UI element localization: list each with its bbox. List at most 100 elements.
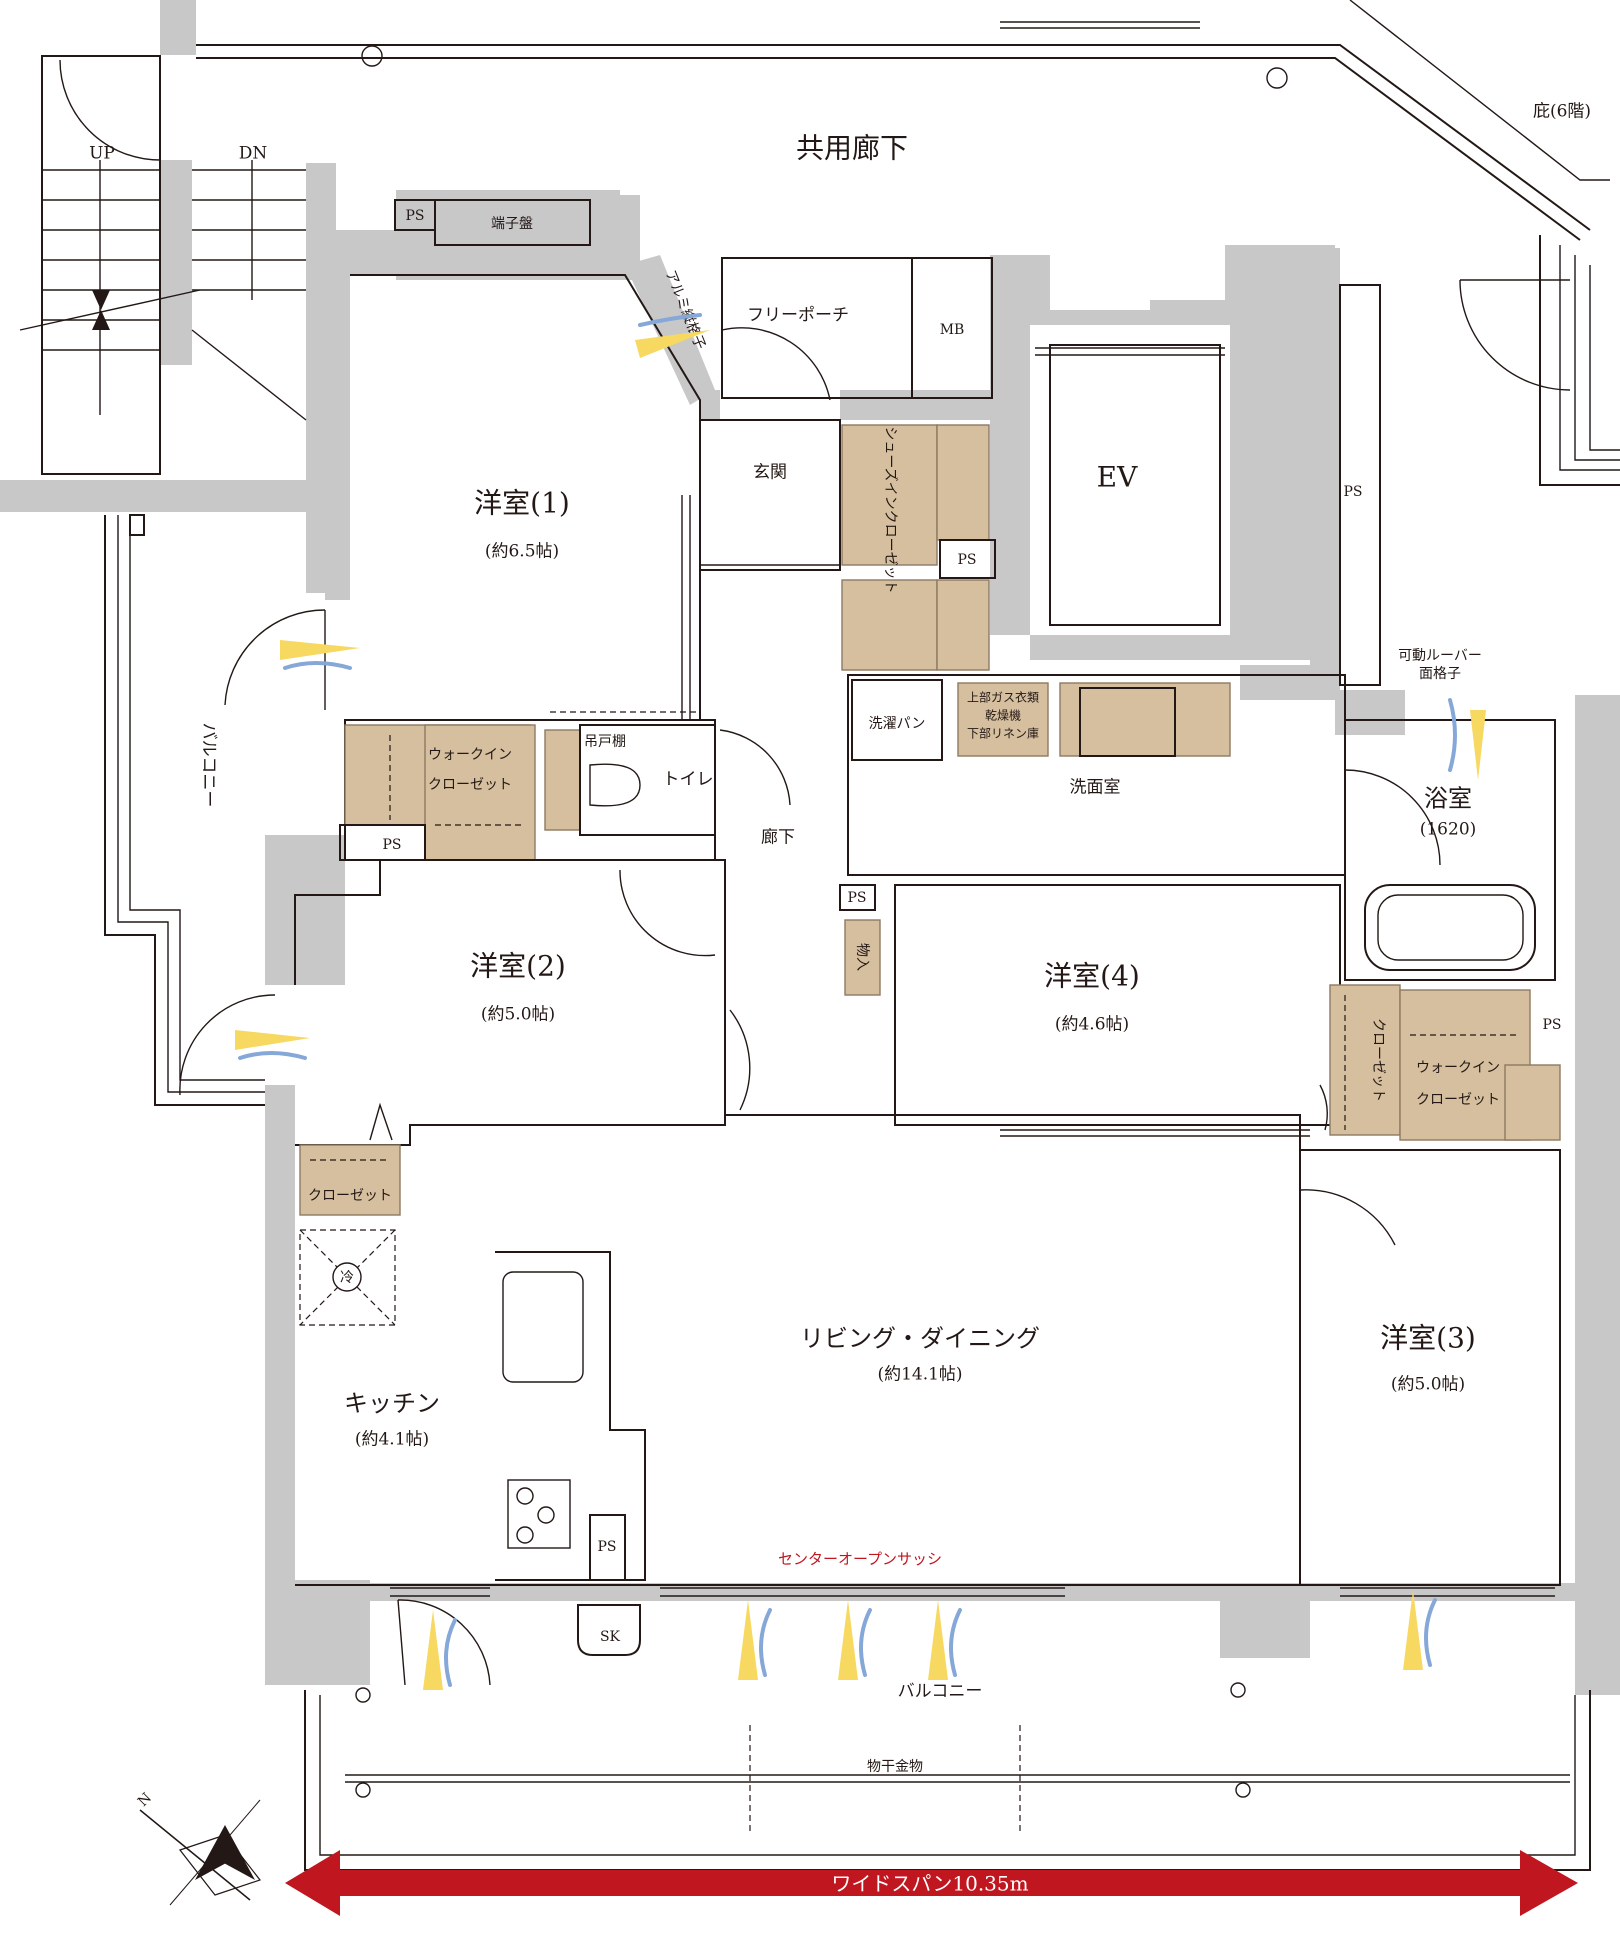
stair-outline: [41, 55, 161, 475]
wide-span-label: ワイドスパン10.35m: [831, 1872, 1028, 1896]
terminal-label: 端子盤: [491, 216, 533, 232]
ps-label-right: PS: [1343, 484, 1362, 500]
room1-balcony-door[interactable]: [224, 609, 326, 706]
wind-arrow-icon: [635, 330, 710, 358]
kitchen-name: キッチン: [344, 1390, 440, 1418]
stove-icon: [507, 1479, 571, 1549]
wall-bottom-column: [1220, 1590, 1310, 1658]
wall-stair-center: [160, 160, 192, 365]
ps-shaft-right: [1339, 284, 1381, 686]
corridor-lines: [196, 0, 1620, 486]
laundry-pan-label: 洗濯パン: [869, 716, 926, 732]
room1-name: 洋室(1): [474, 487, 570, 520]
room2-balcony-door[interactable]: [179, 994, 276, 1096]
walls: [0, 0, 1620, 1695]
bathroom-area: [1344, 719, 1556, 981]
wall-ps-right: [590, 195, 640, 275]
room1-size: (約6.5帖): [485, 542, 559, 562]
entrance-area: [699, 419, 841, 571]
windows: [390, 1587, 1555, 1686]
wind-arrow-icon: [1470, 710, 1486, 780]
room4-size: (約4.6帖): [1055, 1015, 1129, 1035]
vanity-counter: [1059, 682, 1231, 757]
wind-arrow-icon: [738, 1600, 758, 1680]
kitchen-size: (約4.1帖): [355, 1430, 429, 1450]
corridor-door[interactable]: [1459, 279, 1571, 391]
laundry-pan: [851, 679, 943, 761]
sk-sink: [577, 1604, 641, 1656]
room4-closets: [1319, 984, 1561, 1141]
sink-icon: [502, 1271, 584, 1383]
room2-door[interactable]: [619, 869, 716, 957]
wall-grille: [625, 255, 715, 405]
mb-label: MB: [940, 322, 965, 338]
ps-label-wic: PS: [382, 837, 401, 853]
compass-icon: [139, 1799, 261, 1906]
fridge-space: [299, 1229, 396, 1326]
toilet-door[interactable]: [719, 729, 791, 806]
dryer-label-2: 乾燥機: [985, 708, 1021, 723]
sk-label: SK: [600, 1629, 621, 1645]
hall-door[interactable]: [729, 1009, 751, 1111]
living-name: リビング・ダイニング: [800, 1325, 1040, 1353]
kitchen-closet-label: クローゼット: [308, 1188, 392, 1204]
room4-name: 洋室(4): [1044, 960, 1140, 993]
closet-label-r4: クローゼット: [1370, 1018, 1386, 1102]
ps-label-hall: PS: [847, 890, 866, 906]
living-size: (約14.1帖): [877, 1365, 962, 1385]
room2-name: 洋室(2): [470, 950, 566, 983]
bathroom-door[interactable]: [1344, 769, 1441, 866]
toilet-label: トイレ: [663, 770, 714, 790]
living-outline: [295, 1114, 1301, 1586]
toilet-area: [579, 724, 716, 836]
room3-door[interactable]: [1299, 1189, 1396, 1246]
wind-arrow-icon: [235, 1030, 310, 1050]
ps-label-top: PS: [405, 208, 424, 224]
ev-label: EV: [1097, 461, 1138, 494]
wall-left-mid: [265, 835, 345, 985]
wind-arrow-icon: [928, 1600, 948, 1680]
wide-span-arrow: [285, 1850, 1578, 1916]
wall-ev-left: [990, 255, 1030, 635]
stair-arrow-icon: [92, 290, 110, 310]
stair-door[interactable]: [59, 59, 161, 161]
wall-room1-left: [325, 230, 410, 600]
wic-label-1b: クローゼット: [428, 777, 512, 793]
hallway-label: 廊下: [761, 828, 795, 848]
ventilation-icons: [235, 313, 1486, 1690]
hanging-shelf-label: 吊戸棚: [584, 734, 626, 750]
washroom-label: 洗面室: [1070, 778, 1121, 798]
ps-label-r4: PS: [1542, 1017, 1561, 1033]
terminal-box: [434, 199, 591, 246]
wall-entrance-top: [840, 390, 1005, 420]
louver-label-1: 可動ルーバー: [1398, 648, 1482, 664]
dryer-box: [957, 682, 1049, 757]
wall-stair-bottom: [0, 480, 325, 512]
shoes-closet-label: シューズインクローゼット: [882, 426, 898, 593]
drying-rack-label: 物干金物: [867, 1759, 923, 1775]
storage-box: [844, 919, 881, 996]
porch-door[interactable]: [721, 327, 831, 401]
ps-box-kitchen: [589, 1514, 626, 1581]
room2-size: (約5.0帖): [481, 1005, 555, 1025]
room3-size: (約5.0帖): [1391, 1375, 1465, 1395]
staircase: [19, 55, 307, 475]
north-label: N: [135, 1790, 155, 1810]
dryer-label-1: 上部ガス衣類: [967, 690, 1039, 705]
ps-box-hall: [839, 884, 876, 911]
shoes-closet: [841, 424, 996, 671]
side-balcony-label: バルコニー: [199, 723, 219, 808]
fridge-label: 冷: [340, 1270, 354, 1286]
wall-top-left: [160, 0, 196, 55]
wind-arrow-icon: [1403, 1590, 1423, 1670]
bathtub: [1364, 884, 1536, 971]
corridor-label: 共用廊下: [796, 132, 908, 165]
wall-right: [1575, 695, 1620, 1695]
wall-ps-block: [396, 190, 640, 280]
louver-label-2: 面格子: [1419, 666, 1461, 682]
entrance-label: 玄関: [753, 463, 787, 483]
stairs-up-label: UP: [89, 144, 115, 164]
center-sash-label: センターオープンサッシ: [778, 1550, 942, 1568]
ps-label-kitchen: PS: [597, 1539, 616, 1555]
